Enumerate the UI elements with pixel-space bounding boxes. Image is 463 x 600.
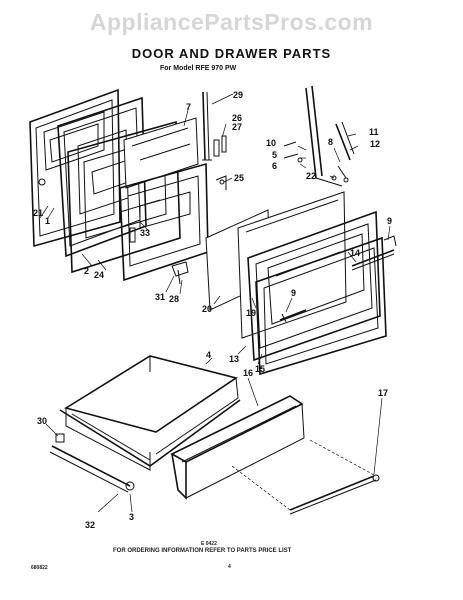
part-label-6: 6	[272, 161, 277, 171]
part-label-10: 10	[266, 138, 276, 148]
part-label-15: 15	[255, 364, 265, 374]
part-label-24: 24	[94, 270, 104, 280]
part-label-19: 19	[246, 308, 256, 318]
door-glass-panel	[123, 117, 199, 189]
part-label-21: 21	[33, 208, 43, 218]
document-number: 680822	[31, 565, 48, 571]
part-label-27: 27	[232, 122, 242, 132]
part-label-4: 4	[206, 350, 211, 360]
door-hinge-assembly	[202, 91, 227, 190]
part-label-31: 31	[155, 292, 165, 302]
part-label-33: 33	[140, 228, 150, 238]
part-number-labels: 21 1 2 24 7 29 26 27 25 33 31 28 20 19 1…	[33, 90, 392, 530]
part-label-3: 3	[129, 512, 134, 522]
leader-lines	[39, 93, 391, 513]
page-title: DOOR AND DRAWER PARTS	[131, 46, 332, 61]
part-label-16: 16	[243, 368, 253, 378]
part-label-17: 17	[378, 388, 388, 398]
part-label-22: 22	[306, 171, 316, 181]
part-label-32: 32	[85, 520, 95, 530]
part-label-14: 14	[350, 248, 360, 258]
part-label-28: 28	[169, 294, 179, 304]
model-subtitle: For Model RFE 970 PW	[160, 65, 237, 72]
part-label-12: 12	[370, 139, 380, 149]
part-label-1: 1	[45, 216, 50, 226]
part-label-25: 25	[234, 173, 244, 183]
part-label-2: 2	[84, 266, 89, 276]
drawer-slide	[49, 433, 135, 493]
footer-ordering-note: FOR ORDERING INFORMATION REFER TO PARTS …	[113, 548, 292, 554]
part-label-20: 20	[202, 304, 212, 314]
page-number: 4	[228, 564, 231, 570]
handle-bracket	[171, 261, 189, 285]
part-label-9-lower: 9	[291, 288, 296, 298]
outer-door-frame	[29, 88, 121, 248]
part-label-7: 7	[186, 102, 191, 112]
door-back-panel	[237, 191, 347, 339]
door-front-frame	[255, 236, 387, 376]
drawer-front-panel	[170, 395, 305, 500]
watermark: AppliancePartsPros.com	[89, 9, 374, 35]
part-label-5: 5	[272, 150, 277, 160]
part-label-13: 13	[229, 354, 239, 364]
part-label-9-handle: 9	[387, 216, 392, 226]
figure-code: E 0422	[201, 541, 217, 547]
part-label-11: 11	[369, 127, 379, 137]
part-label-29: 29	[233, 90, 243, 100]
part-label-30: 30	[37, 416, 47, 426]
drawer-box	[59, 355, 241, 471]
drawer-rail	[231, 439, 380, 515]
side-hinge-bracket	[283, 85, 355, 187]
door-handle	[279, 235, 397, 323]
part-label-8: 8	[328, 137, 333, 147]
part-label-26: 26	[232, 113, 242, 123]
